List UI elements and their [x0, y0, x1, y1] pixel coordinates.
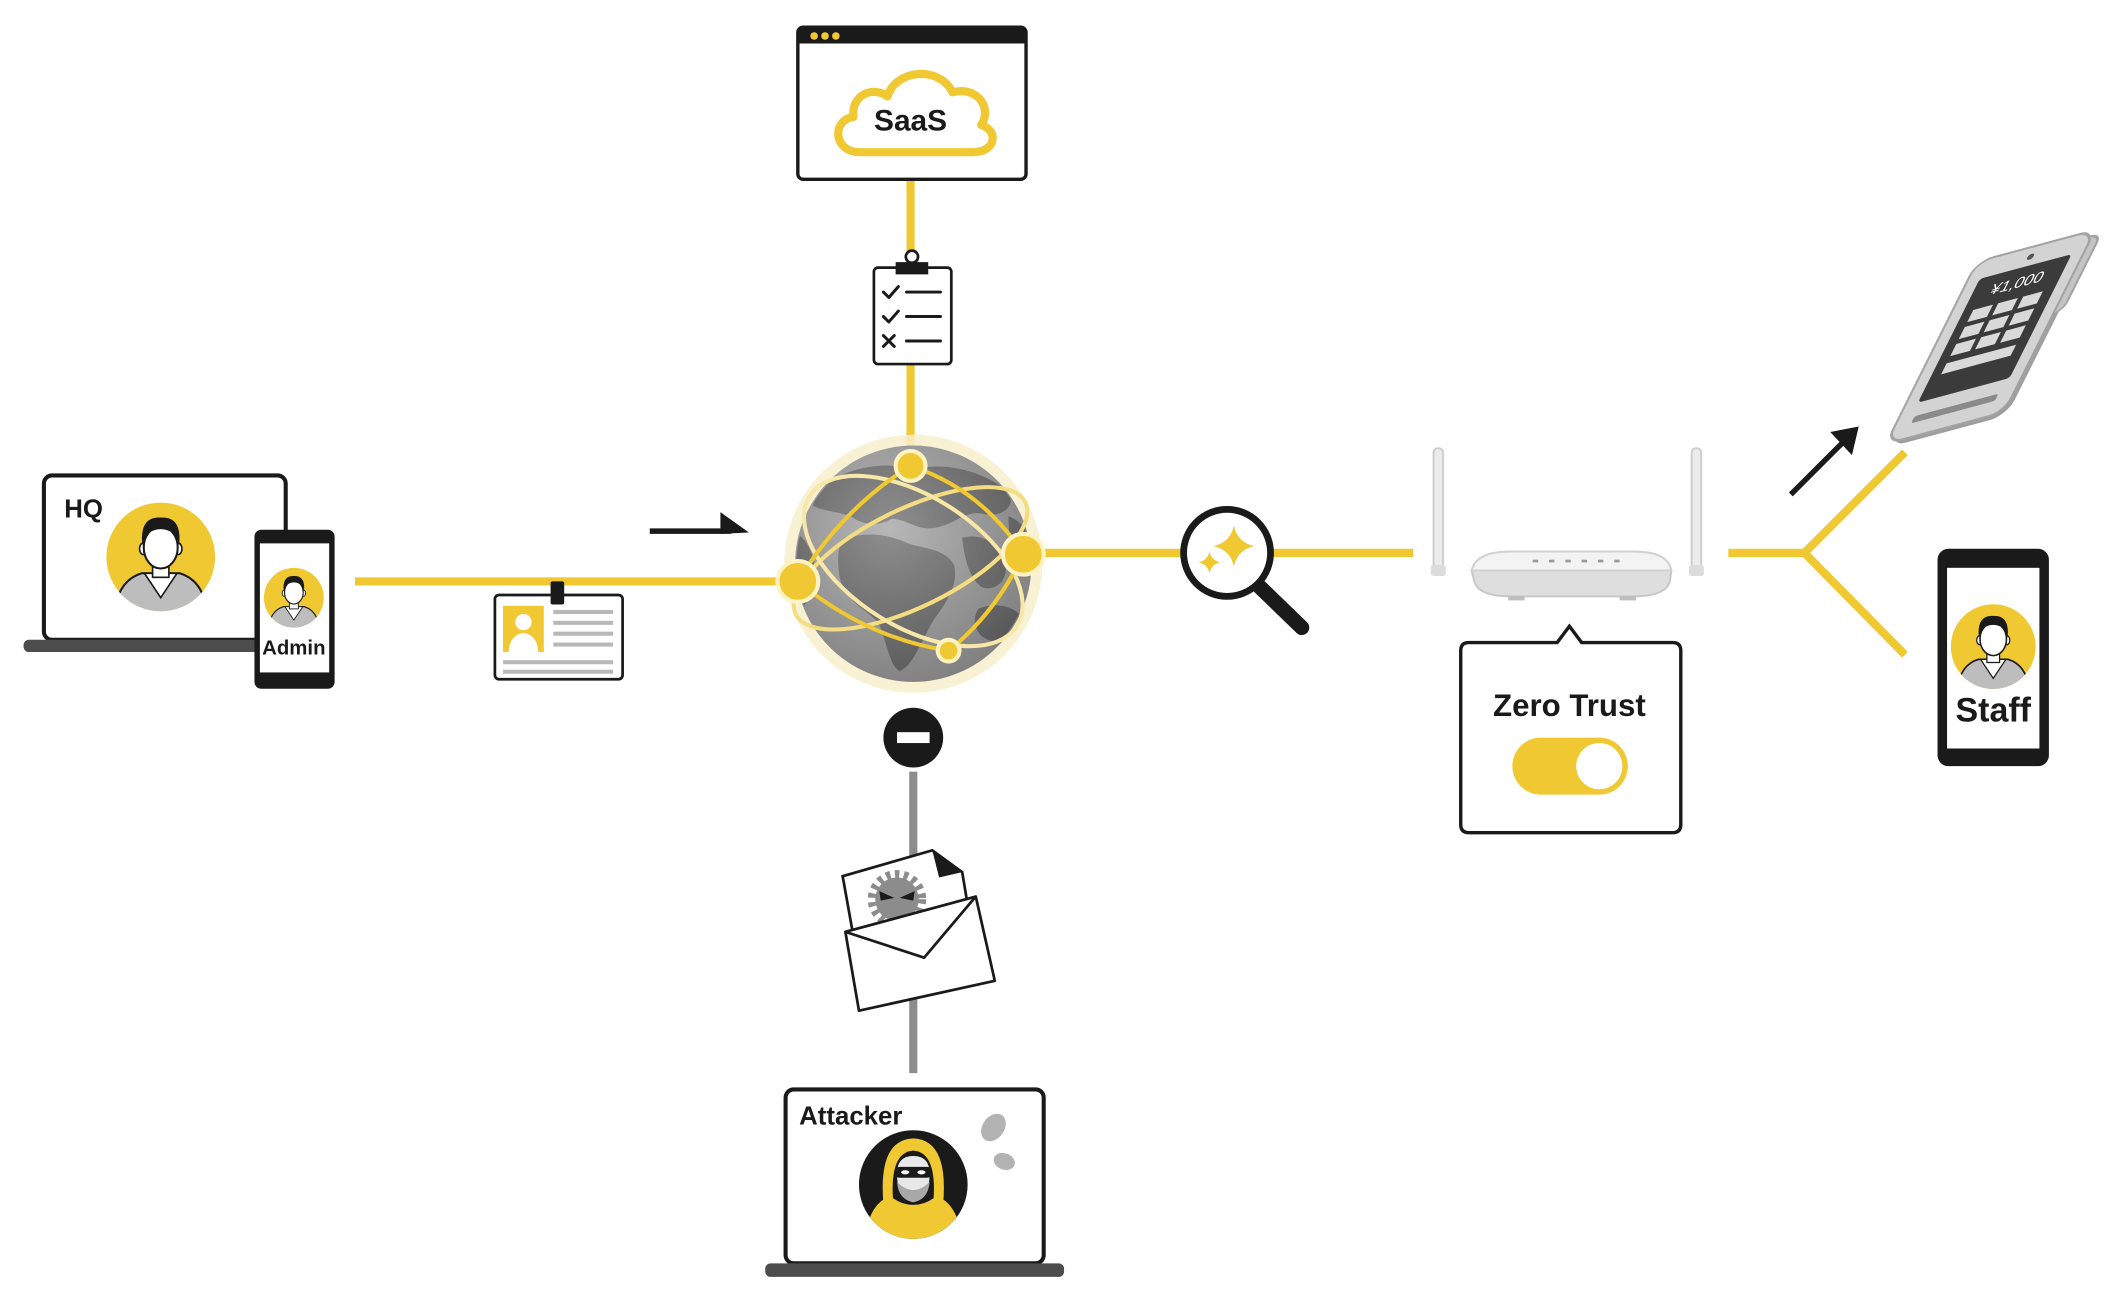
- saas-label: SaaS: [874, 104, 947, 137]
- router-foot: [1508, 596, 1525, 601]
- antenna-hinge: [1688, 565, 1704, 576]
- router-antenna-right: [1690, 447, 1703, 572]
- router-antenna-left: [1432, 447, 1445, 572]
- hq-label: HQ: [64, 496, 103, 524]
- antenna-hinge: [1430, 565, 1446, 576]
- callout-bubble: [1459, 623, 1683, 835]
- hq-laptop: HQ: [23, 473, 288, 653]
- sparkle-icon: [1213, 525, 1255, 567]
- cloud-icon: [834, 69, 997, 157]
- terminal-card-slot: [1911, 394, 1998, 423]
- terminal-camera: [2026, 253, 2035, 260]
- payment-terminal-icon: ¥1,000: [1890, 232, 2099, 444]
- staff-label: Staff: [1956, 691, 2032, 729]
- globe-node: [935, 637, 962, 664]
- sparkle-icon: [1198, 551, 1221, 574]
- router-status-lights: [1532, 559, 1620, 563]
- saas-browser-window: SaaS: [796, 25, 1028, 182]
- router-icon: [1430, 447, 1704, 601]
- badge-clip: [550, 581, 565, 605]
- globe-shading: [795, 445, 1032, 682]
- terminal-keypad: [1941, 291, 2043, 375]
- globe-orbit: [801, 473, 1025, 649]
- checklist-clipboard-icon: [872, 249, 953, 366]
- magnifier-handle: [1252, 579, 1310, 636]
- laptop-base: [765, 1263, 1065, 1277]
- sweat-drop-icon: [993, 1152, 1015, 1170]
- globe-icon: [775, 434, 1046, 693]
- window-dot-icon: [821, 32, 829, 40]
- staff-smartphone: Staff: [1937, 548, 2049, 767]
- branch-link-lines: [1728, 449, 1908, 658]
- globe-orbit: [791, 485, 1030, 632]
- laptop-base: [23, 639, 277, 653]
- attacker-label: Attacker: [799, 1103, 902, 1131]
- malware-email-icon: [841, 848, 997, 1013]
- admin-label: Admin: [262, 638, 325, 660]
- window-dot-icon: [832, 32, 840, 40]
- envelope-pocket: [844, 895, 997, 1013]
- zero-trust-label: Zero Trust: [1493, 688, 1646, 723]
- attacker-laptop: Attacker: [765, 1087, 1065, 1277]
- id-badge-icon: [493, 581, 624, 681]
- router-body-top: [1470, 550, 1673, 572]
- check-mark-icon: [881, 309, 900, 324]
- globe-node: [775, 558, 821, 604]
- cross-mark-icon: [881, 334, 896, 348]
- clipboard-clip: [895, 262, 929, 275]
- magnifier-sparkle-icon: [1180, 506, 1310, 636]
- browser-title-bar-base: [797, 35, 1027, 44]
- badge-person-head: [515, 614, 532, 631]
- badge-text-lines: [503, 609, 614, 674]
- arrow-up-right-icon: [1788, 426, 1859, 497]
- globe-node: [1000, 531, 1046, 577]
- zero-trust-callout: Zero Trust: [1459, 623, 1683, 835]
- envelope-flap-lines: [844, 895, 977, 960]
- sweat-drop-icon: [981, 1113, 1006, 1142]
- globe-node: [893, 448, 928, 483]
- blocked-icon: [883, 707, 944, 768]
- clipboard-ring: [904, 249, 920, 265]
- check-mark-icon: [881, 285, 900, 299]
- router-foot: [1619, 596, 1636, 601]
- letter-folded-corner: [932, 850, 963, 878]
- window-dot-icon: [810, 32, 818, 40]
- toggle-switch-icon: [1512, 737, 1628, 795]
- router-body-side: [1470, 569, 1673, 598]
- toggle-knob: [1576, 743, 1623, 790]
- badge-person-body: [508, 633, 539, 653]
- admin-smartphone: Admin: [254, 529, 335, 689]
- arrow-right-icon: [649, 512, 749, 534]
